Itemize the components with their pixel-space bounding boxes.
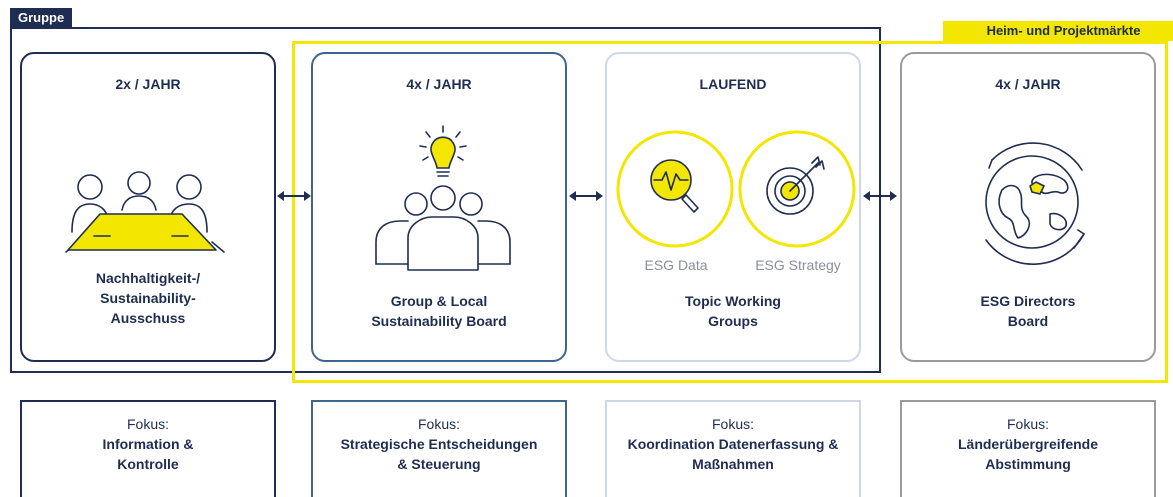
esg-strategy-icon: [738, 130, 856, 248]
card-frequency: LAUFEND: [699, 76, 767, 92]
card-title: Nachhaltigkeit-/Sustainability-Ausschuss: [95, 270, 201, 326]
double-arrow-icon: [277, 191, 311, 201]
esg-data-icon: [616, 130, 734, 248]
card-sustainability-committee: 2x / JAHR Nachhaltigkeit-/Sustainability…: [20, 52, 276, 362]
focus-box-alignment: Fokus: Länderübergreifende Abstimmung: [900, 400, 1156, 497]
heim-frame: [292, 41, 1168, 383]
focus-box-information: Fokus: Information & Kontrolle: [20, 400, 276, 497]
sub-label-esg-data: ESG Data: [644, 257, 708, 273]
card-frequency: 2x / JAHR: [115, 76, 181, 92]
card-frequency: 4x / JAHR: [995, 76, 1061, 92]
focus-box-strategy: Fokus: Strategische Entscheidungen & Ste…: [311, 400, 567, 497]
card-frequency: 4x / JAHR: [406, 76, 472, 92]
globe-icon: [985, 142, 1085, 265]
gruppe-tag: Gruppe: [10, 8, 73, 28]
double-arrow-icon: [569, 191, 603, 201]
heim-tag: Heim- und Projektmärkte: [943, 21, 1173, 41]
meeting-table-icon: [65, 171, 225, 253]
sub-label-esg-strategy: ESG Strategy: [755, 257, 841, 273]
idea-team-icon: [375, 125, 511, 271]
double-arrow-icon: [863, 191, 897, 201]
gruppe-frame: [10, 27, 881, 373]
card-topic-working-groups: LAUFEND ESG Data ESG Strategy Topic Work…: [605, 52, 861, 362]
focus-box-coordination: Fokus: Koordination Datenerfassung & Maß…: [605, 400, 861, 497]
